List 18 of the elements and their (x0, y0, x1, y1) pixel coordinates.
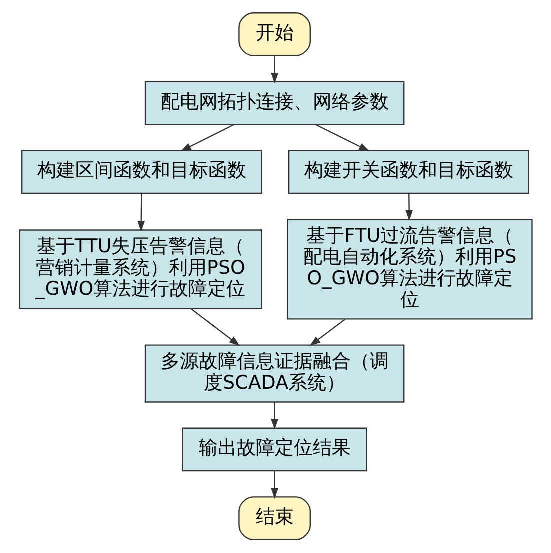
arrow (180, 124, 234, 152)
node-box: 配电网拓扑连接、网络参数 (144, 81, 404, 126)
node-box: 构建区间函数和目标函数 (21, 150, 262, 194)
node-box: 构建开关函数和目标函数 (288, 150, 529, 194)
arrow (190, 308, 240, 346)
arrow (405, 194, 413, 221)
node-box: 基于FTU过流告警信息（配电自动化系统）利用PSO_GWO算法进行故障定位 (286, 218, 532, 320)
node-box: 基于TTU失压告警信息（营销计量系统）利用PSO_GWO算法进行故障定位 (18, 230, 262, 310)
arrow (270, 56, 278, 84)
node-box: 输出故障定位结果 (182, 428, 367, 472)
arrow (270, 402, 278, 430)
arrow (309, 319, 346, 346)
node-box: 多源故障信息证据融合（调度SCADA系统） (144, 344, 404, 403)
arrow (137, 194, 145, 232)
node-box: 结束 (238, 496, 310, 540)
arrow (315, 124, 370, 152)
node-box: 开始 (238, 12, 310, 56)
arrow (270, 471, 278, 499)
